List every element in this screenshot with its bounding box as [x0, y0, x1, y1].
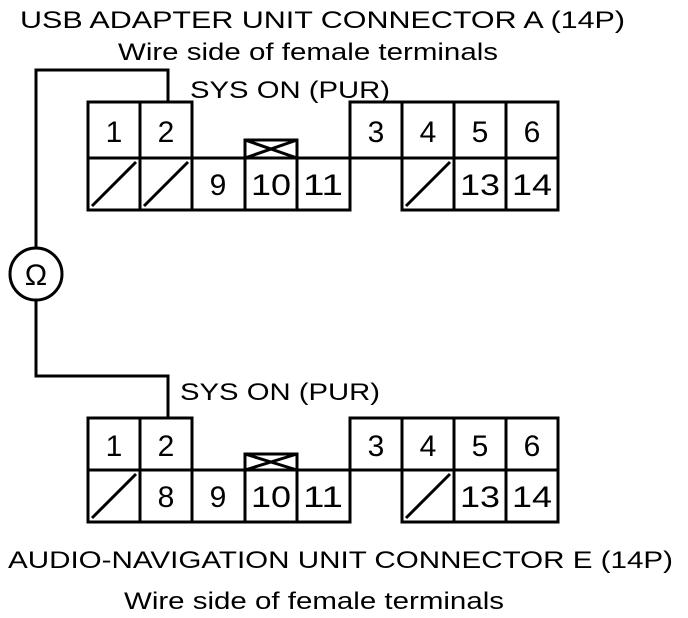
- pin-13: 13: [460, 481, 500, 514]
- pin-6: 6: [524, 116, 541, 149]
- pin-8: 8: [158, 481, 175, 514]
- pin-4: 4: [420, 430, 437, 463]
- empty-cavity-slash: [404, 472, 452, 520]
- pin-3: 3: [368, 430, 385, 463]
- pin-5: 5: [472, 430, 489, 463]
- empty-cavity-slash: [404, 160, 452, 208]
- pin-11: 11: [303, 169, 343, 202]
- pin-3: 3: [368, 116, 385, 149]
- test-lead-lower: [34, 300, 170, 418]
- pin-9: 9: [210, 169, 227, 202]
- pin-10: 10: [251, 481, 291, 514]
- connector-e-signal-label: SYS ON (PUR): [180, 379, 380, 406]
- pin-13: 13: [460, 169, 500, 202]
- ohm-symbol: Ω: [25, 259, 47, 292]
- pin-14: 14: [512, 169, 552, 202]
- pin-2: 2: [158, 430, 175, 463]
- pin-14: 14: [512, 481, 552, 514]
- pin-6: 6: [524, 430, 541, 463]
- pin-11: 11: [303, 481, 343, 514]
- connector-e-title: AUDIO-NAVIGATION UNIT CONNECTOR E (14P): [8, 547, 673, 574]
- pin-1: 1: [106, 430, 123, 463]
- pin-2: 2: [158, 116, 175, 149]
- empty-cavity-slash: [90, 160, 138, 208]
- pin-4: 4: [420, 116, 437, 149]
- pin-1: 1: [106, 116, 123, 149]
- connector-a-signal-label: SYS ON (PUR): [190, 77, 390, 104]
- empty-cavity-slash: [142, 160, 190, 208]
- pin-9: 9: [210, 481, 227, 514]
- pin-5: 5: [472, 116, 489, 149]
- connector-a: 1 2 3 4 5 6 9 10 11 13 14: [86, 100, 560, 212]
- connector-e-subtitle: Wire side of female terminals: [124, 588, 504, 615]
- empty-cavity-slash: [90, 472, 138, 520]
- connector-a-title: USB ADAPTER UNIT CONNECTOR A (14P): [20, 7, 625, 34]
- test-lead-upper: [34, 68, 170, 248]
- pin-10: 10: [251, 169, 291, 202]
- connector-e: 1 2 3 4 5 6 8 9 10 11 13 14: [86, 416, 560, 524]
- connector-a-subtitle: Wire side of female terminals: [118, 39, 498, 66]
